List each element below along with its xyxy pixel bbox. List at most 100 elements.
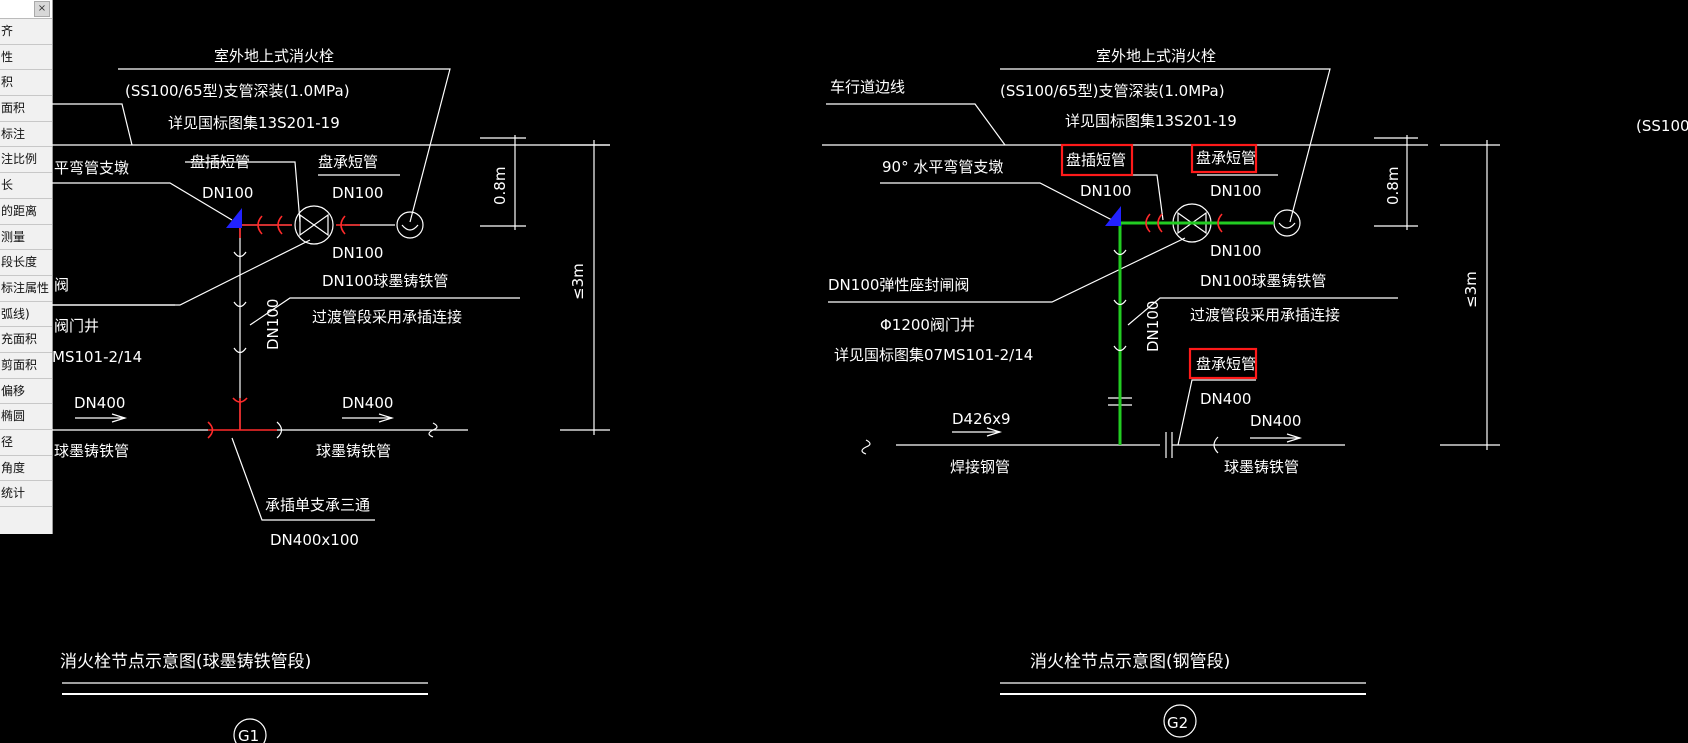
g2-title1: 室外地上式消火栓 [1096, 47, 1216, 65]
drawing-g2 [822, 68, 1500, 738]
leader-valve [828, 237, 1186, 303]
hydrant-symbol [401, 224, 419, 231]
leader-bend [880, 182, 1113, 221]
g2-well: Φ1200阀门井 [880, 316, 975, 334]
leader-road [826, 103, 1006, 146]
g1-pipe-right: 球墨铸铁管 [316, 442, 391, 460]
g2-title2: (SS100/65型)支管深装(1.0MPa) [1000, 82, 1225, 100]
panel-item-diameter[interactable]: 径 [0, 430, 52, 456]
g2-atlas: 详见国标图集07MS101-2/14 [834, 346, 1033, 364]
g1-title3: 详见国标图集13S201-19 [168, 114, 340, 132]
g1-valve: 阀 [54, 276, 69, 294]
g1-dn400-left: DN400 [74, 394, 125, 412]
g3-partial-text: (SS100/ [1636, 117, 1688, 135]
g1-socket-label: 盘承短管 [318, 153, 378, 171]
g1-dn100-c: DN100 [332, 244, 383, 262]
g2-dim-08: 0.8m [1384, 167, 1402, 205]
drawing-label-circle [1163, 704, 1197, 738]
panel-item-property[interactable]: 性 [0, 45, 52, 71]
panel-item-align[interactable]: 齐 [0, 19, 52, 45]
hydrant-symbol [1273, 209, 1301, 237]
socket-joint [276, 421, 283, 439]
g1-dim-08: 0.8m [491, 167, 509, 205]
g2-dn100-vert: DN100 [1144, 301, 1162, 352]
flow-arrow [378, 413, 395, 423]
close-icon[interactable]: × [34, 1, 50, 17]
g1-dim-3: ≤3m [569, 263, 587, 300]
flow-arrow [1286, 433, 1303, 443]
socket-joint [1213, 436, 1219, 454]
panel-item-annotate[interactable]: 标注 [0, 122, 52, 148]
g1-caption: 消火栓节点示意图(球墨铸铁管段) [60, 652, 311, 672]
panel-item-offset[interactable]: 偏移 [0, 379, 52, 405]
gate-valve [299, 213, 329, 237]
panel-item-annotate-scale[interactable]: 注比例 [0, 147, 52, 174]
panel-header: × [0, 0, 52, 19]
g2-bend: 90° 水平弯管支墩 [882, 158, 1003, 176]
hydrant-symbol [396, 211, 424, 239]
g1-bend-label: 平弯管支墩 [54, 159, 129, 177]
g1-dn100-a: DN100 [202, 184, 253, 202]
g1-spigot-label: 盘插短管 [190, 153, 250, 171]
panel-item-area[interactable]: 积 [0, 70, 52, 97]
g2-dn400-a: DN400 [1200, 390, 1251, 408]
g2-socket-label: 盘承短管 [1196, 149, 1256, 167]
highlight-box-socket2 [1188, 347, 1258, 380]
break-symbol [861, 439, 871, 455]
g2-valve: DN100弹性座封闸阀 [828, 276, 969, 294]
highlight-box-spigot [1060, 143, 1134, 177]
g1-dn400-right: DN400 [342, 394, 393, 412]
g1-transition: 过渡管段采用承插连接 [312, 308, 462, 326]
g2-text: 车行道边线 室外地上式消火栓 (SS100/65型)支管深装(1.0MPa) 详… [828, 47, 1480, 732]
g2-highlight-boxes [1060, 143, 1258, 380]
g2-socket2-label: 盘承短管 [1196, 355, 1256, 373]
gate-valve [294, 205, 334, 245]
panel-item-measure[interactable]: 测量 [0, 225, 52, 251]
panel-item-arc[interactable]: 弧线) [0, 302, 52, 328]
g2-road: 车行道边线 [830, 78, 905, 96]
g2-title3: 详见国标图集13S201-19 [1065, 112, 1237, 130]
drawing-g1 [52, 68, 610, 743]
g2-spigot-label: 盘插短管 [1066, 151, 1126, 169]
g2-dn100-c: DN100 [1210, 242, 1261, 260]
leader-ductile [249, 297, 520, 326]
panel-item-distance[interactable]: 的距离 [0, 199, 52, 225]
panel-item-cut-area[interactable]: 剪面积 [0, 353, 52, 379]
g1-tee: 承插单支承三通 [265, 496, 370, 514]
highlight-box-socket [1190, 143, 1258, 174]
g1-atlas: MS101-2/14 [52, 348, 142, 366]
panel-item-ellipse[interactable]: 椭圆 [0, 404, 52, 430]
g1-title1: 室外地上式消火栓 [214, 47, 334, 65]
leader-bend [52, 182, 233, 221]
g2-red-fittings [1145, 213, 1223, 233]
leader-socket2 [1177, 379, 1256, 446]
panel-item-fill-area[interactable]: 充面积 [0, 327, 52, 353]
panel-item-length[interactable]: 长 [0, 173, 52, 199]
g2-dn400-b: DN400 [1250, 412, 1301, 430]
panel-item-statistics[interactable]: 统计 [0, 481, 52, 508]
g1-ductile: DN100球墨铸铁管 [322, 272, 448, 290]
g2-steel-size: D426x9 [952, 410, 1011, 428]
g2-dn100-a: DN100 [1080, 182, 1131, 200]
leader-hydrant [1000, 68, 1331, 223]
g1-red-fittings [207, 215, 360, 439]
g1-dn100-vert: DN100 [264, 299, 282, 350]
panel-item-segment-length[interactable]: 段长度 [0, 250, 52, 276]
panel-item-face-area[interactable]: 面积 [0, 96, 52, 122]
g1-support-block [226, 208, 242, 228]
leader-ductile [1127, 297, 1398, 326]
leader-hydrant [118, 68, 451, 223]
g1-title2: (SS100/65型)支管深装(1.0MPa) [125, 82, 350, 100]
g2-caption: 消火栓节点示意图(钢管段) [1030, 652, 1230, 672]
gate-valve [1177, 211, 1207, 235]
panel-item-annotation-props[interactable]: 标注属性 [0, 276, 52, 302]
panel-item-angle[interactable]: 角度 [0, 456, 52, 482]
break-symbol [428, 422, 438, 438]
flow-arrow [986, 427, 1003, 437]
g2-transition: 过渡管段采用承插连接 [1190, 306, 1340, 324]
leader-tee [231, 437, 375, 521]
g2-label: G2 [1167, 714, 1188, 732]
leader-valve [52, 239, 311, 306]
drawing-label-circle [233, 718, 267, 743]
